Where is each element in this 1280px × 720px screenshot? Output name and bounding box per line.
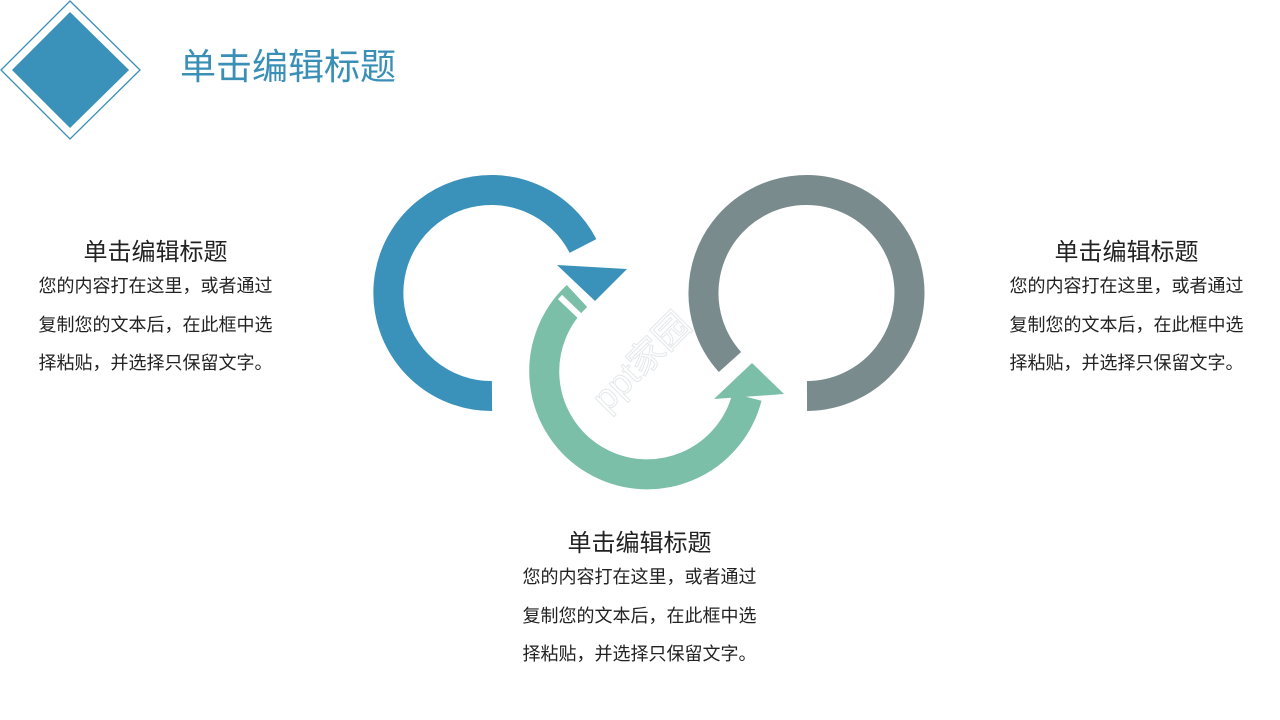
diamond-logo-icon — [0, 0, 141, 140]
block-title[interactable]: 单击编辑标题 — [1054, 238, 1199, 266]
block-line[interactable]: 您的内容打在这里，或者通过 — [522, 567, 757, 588]
block-line[interactable]: 复制您的文本后，在此框中选 — [522, 605, 757, 627]
gray-ring[interactable] — [688, 175, 925, 411]
block-line[interactable]: 择粘贴，并选择只保留文字。 — [522, 644, 757, 665]
watermark: ppt家园 — [584, 304, 699, 419]
text-block-right: 单击编辑标题 您的内容打在这里，或者通过 复制您的文本后，在此框中选 择粘贴，并… — [979, 236, 1274, 384]
gap — [557, 294, 585, 321]
page-title[interactable]: 单击编辑标题 — [180, 47, 397, 88]
text-block-left: 单击编辑标题 您的内容打在这里，或者通过 复制您的文本后，在此框中选 择粘贴，并… — [8, 236, 303, 384]
block-line[interactable]: 择粘贴，并选择只保留文字。 — [38, 353, 273, 374]
block-line[interactable]: 复制您的文本后，在此框中选 — [1009, 314, 1244, 336]
block-title[interactable]: 单击编辑标题 — [567, 529, 712, 557]
text-block-bottom: 单击编辑标题 您的内容打在这里，或者通过 复制您的文本后，在此框中选 择粘贴，并… — [492, 527, 787, 675]
block-line[interactable]: 您的内容打在这里，或者通过 — [38, 276, 273, 297]
green-ring-arrow[interactable] — [529, 285, 784, 490]
block-line[interactable]: 您的内容打在这里，或者通过 — [1009, 276, 1244, 297]
block-line[interactable]: 复制您的文本后，在此框中选 — [38, 314, 273, 336]
block-line[interactable]: 择粘贴，并选择只保留文字。 — [1009, 353, 1244, 374]
block-title[interactable]: 单击编辑标题 — [83, 238, 228, 266]
blue-ring-arrow[interactable] — [373, 175, 627, 412]
